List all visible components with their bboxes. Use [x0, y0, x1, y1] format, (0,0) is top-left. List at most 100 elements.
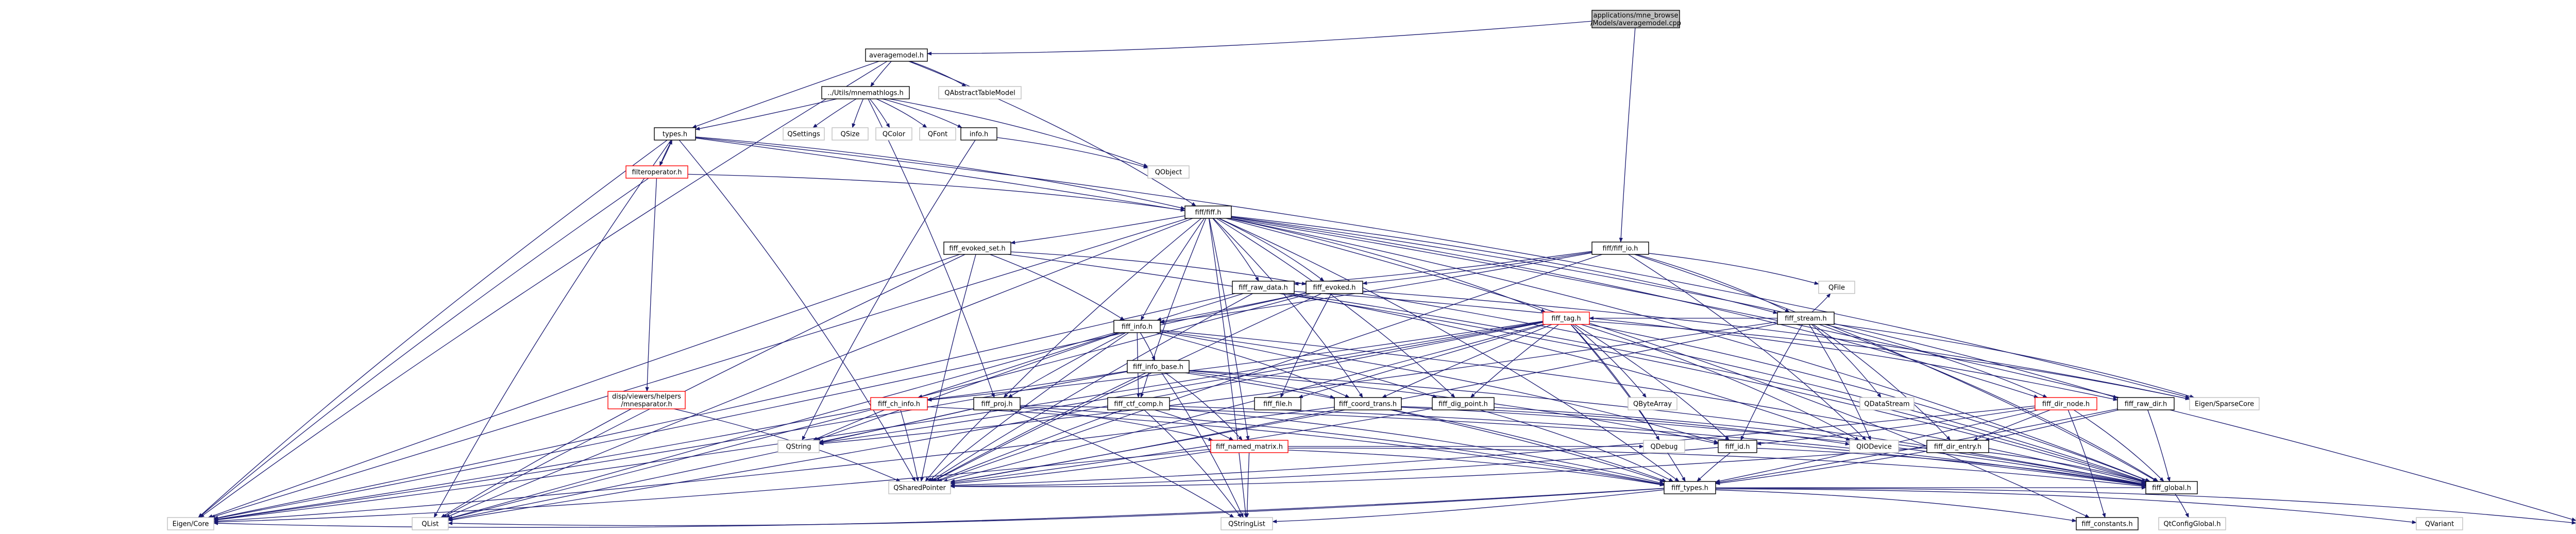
node-label-fiff_info_base: fiff_info_base.h — [1133, 364, 1183, 371]
node-fiff_tag[interactable]: fiff_tag.h — [1543, 312, 1590, 325]
node-fiff_info[interactable]: fiff_info.h — [1113, 320, 1161, 333]
node-label-qsize: QSize — [841, 131, 860, 139]
edge-fiff_stream-to-eigen_sparse — [1834, 323, 2195, 399]
node-box-fiff_proj — [973, 397, 1021, 410]
edge-fiff_evoked-to-qlist — [448, 293, 1311, 520]
node-box-filteroperator — [625, 165, 688, 179]
node-fiff_evoked_set[interactable]: fiff_evoked_set.h — [943, 242, 1011, 255]
node-fiff_file[interactable]: fiff_file.h — [1254, 397, 1301, 410]
node-label-types: types.h — [663, 131, 687, 139]
node-label-fiff_evoked_set: fiff_evoked_set.h — [949, 245, 1005, 253]
edge-fiff_h-to-fiff_evoked_set — [1010, 215, 1185, 245]
edge-fiff_coord_trans-to-fiff_global — [1401, 407, 2146, 486]
node-label-qtconfig: QtConfigGlobal.h — [2164, 521, 2221, 528]
node-box-fiff_h — [1184, 205, 1232, 219]
edge-fiff_h-to-fiff_evoked — [1218, 218, 1325, 282]
edge-fiff_info_base-to-qstringlist — [1161, 372, 1244, 518]
edge-root-to-averagemodel — [927, 21, 1592, 56]
node-fiff_dir_node[interactable]: fiff_dir_node.h — [2035, 397, 2097, 410]
node-averagemodel[interactable]: averagemodel.h — [865, 48, 928, 62]
edge-fiff_h-to-eigen_core — [210, 218, 1189, 519]
node-qsettings: QSettings — [783, 127, 825, 141]
edge-fiff_stream-to-qdatastream — [1811, 324, 1882, 398]
edge-types-to-eigen_sparse — [695, 137, 2190, 399]
edge-fiff_tag-to-qsharedpointer — [942, 324, 1544, 483]
node-fiff_named_matrix[interactable]: fiff_named_matrix.h — [1210, 440, 1289, 453]
edge-fiff_h-to-fiff_global — [1229, 218, 2150, 482]
edge-fiff_io-to-qfile — [1648, 253, 1819, 285]
edge-fiff_proj-to-qsharedpointer — [925, 409, 992, 482]
node-label-fiff_dig_point: fiff_dig_point.h — [1438, 401, 1488, 408]
node-label-filteroperator: filteroperator.h — [632, 169, 682, 177]
node-box-fiff_global — [2145, 481, 2198, 494]
node-fiff_dir_entry[interactable]: fiff_dir_entry.h — [1926, 440, 1989, 453]
edge-fiff_h-to-fiff_named_matrix — [1209, 218, 1250, 441]
edge-filteroperator-to-types — [659, 140, 672, 166]
node-fiff_evoked[interactable]: fiff_evoked.h — [1306, 281, 1363, 294]
node-types[interactable]: types.h — [654, 127, 696, 141]
edge-fiff_types-to-qlist — [448, 488, 1665, 526]
node-fiff_ctf_comp[interactable]: fiff_ctf_comp.h — [1107, 397, 1170, 410]
node-fiff_raw_dir[interactable]: fiff_raw_dir.h — [2117, 397, 2175, 410]
node-fiff_h[interactable]: fiff/fiff.h — [1184, 205, 1232, 219]
node-label-qobject: QObject — [1155, 169, 1182, 177]
edge-types-to-fiff_h — [695, 136, 1185, 210]
edge-fiff_h-to-fiff_raw_data — [1212, 218, 1259, 282]
edge-layer — [198, 21, 2576, 528]
edge-fiff_ch_info-to-fiff_types — [927, 406, 1665, 486]
node-label-averagemodel: averagemodel.h — [869, 52, 924, 60]
node-fiff_info_base[interactable]: fiff_info_base.h — [1127, 360, 1190, 373]
edge-utils_mnemath-to-qfont — [876, 98, 927, 128]
node-box-fiff_named_matrix — [1210, 440, 1289, 453]
node-fiff_raw_data[interactable]: fiff_raw_data.h — [1232, 281, 1295, 294]
node-fiff_global[interactable]: fiff_global.h — [2145, 481, 2198, 494]
node-box-fiff_tag — [1543, 312, 1590, 325]
node-label-utils_mnemath: ../Utils/mnemathlogs.h — [827, 90, 903, 97]
node-fiff_dig_point[interactable]: fiff_dig_point.h — [1432, 397, 1495, 410]
node-label-qfont: QFont — [928, 131, 948, 139]
node-qfont: QFont — [919, 127, 956, 141]
edge-fiff_h-to-fiff_dig_point — [1216, 218, 1455, 398]
node-label-fiff_constants: fiff_constants.h — [2081, 521, 2132, 528]
node-disp_helpers[interactable]: disp/viewers/helpers/mnesparator.h — [607, 391, 686, 409]
node-fiff_constants[interactable]: fiff_constants.h — [2076, 517, 2139, 530]
edge-fiff_tag-to-eigen_core — [213, 321, 1544, 522]
node-fiff_ch_info[interactable]: fiff_ch_info.h — [870, 397, 928, 410]
node-utils_mnemath[interactable]: ../Utils/mnemathlogs.h — [821, 86, 910, 99]
node-qabstracttablemodel: QAbstractTableModel — [938, 86, 1022, 99]
node-fiff_io[interactable]: fiff/fiff_io.h — [1591, 242, 1649, 255]
edge-fiff_ctf_comp-to-fiff_types — [1169, 408, 1665, 485]
node-fiff_stream[interactable]: fiff_stream.h — [1777, 312, 1835, 325]
edge-utils_mnemath-to-qsize — [852, 98, 864, 128]
edge-fiff_evoked_set-to-fiff_info — [990, 254, 1125, 321]
edge-fiff_proj-to-fiff_named_matrix — [1020, 407, 1214, 441]
edge-fiff_tag-to-qiodevice — [1581, 324, 1860, 441]
edge-types-to-eigen_core — [198, 140, 668, 518]
node-filteroperator[interactable]: filteroperator.h — [625, 165, 688, 179]
node-root[interactable]: applications/mne_browse/Models/averagemo… — [1590, 10, 1681, 28]
node-box-qfile — [1818, 281, 1855, 294]
edge-info-to-qstring — [802, 140, 976, 441]
edge-averagemodel-to-types — [691, 61, 879, 128]
edge-fiff_evoked_set-to-fiff_evoked — [1010, 251, 1307, 286]
edge-fiff_global-to-qtconfig — [2175, 493, 2189, 518]
node-label-fiff_dir_node: fiff_dir_node.h — [2042, 401, 2090, 408]
node-info[interactable]: info.h — [960, 127, 997, 141]
edge-fiff_dir_node-to-fiff_global — [2073, 409, 2164, 482]
node-box-qbytearray — [1628, 397, 1677, 410]
edge-fiff_info_base-to-fiff_types — [1185, 372, 1665, 483]
node-fiff_id[interactable]: fiff_id.h — [1718, 440, 1757, 453]
node-box-fiff_stream — [1777, 312, 1835, 325]
node-box-qobject — [1147, 165, 1190, 179]
node-fiff_coord_trans[interactable]: fiff_coord_trans.h — [1334, 397, 1402, 410]
edge-fiff_info_base-to-qsharedpointer — [931, 372, 1146, 482]
node-label-fiff_info: fiff_info.h — [1122, 323, 1153, 331]
edge-fiff_proj-to-fiff_types — [1020, 406, 1665, 486]
edge-fiff_evoked_set-to-qsharedpointer — [920, 254, 976, 482]
edge-fiff_proj-to-fiff_global — [1020, 405, 2146, 487]
node-fiff_types[interactable]: fiff_types.h — [1664, 481, 1716, 494]
node-fiff_proj[interactable]: fiff_proj.h — [973, 397, 1021, 410]
node-qsize: QSize — [832, 127, 869, 141]
node-qdebug: QDebug — [1643, 440, 1685, 453]
node-box-qstringlist — [1221, 517, 1273, 530]
